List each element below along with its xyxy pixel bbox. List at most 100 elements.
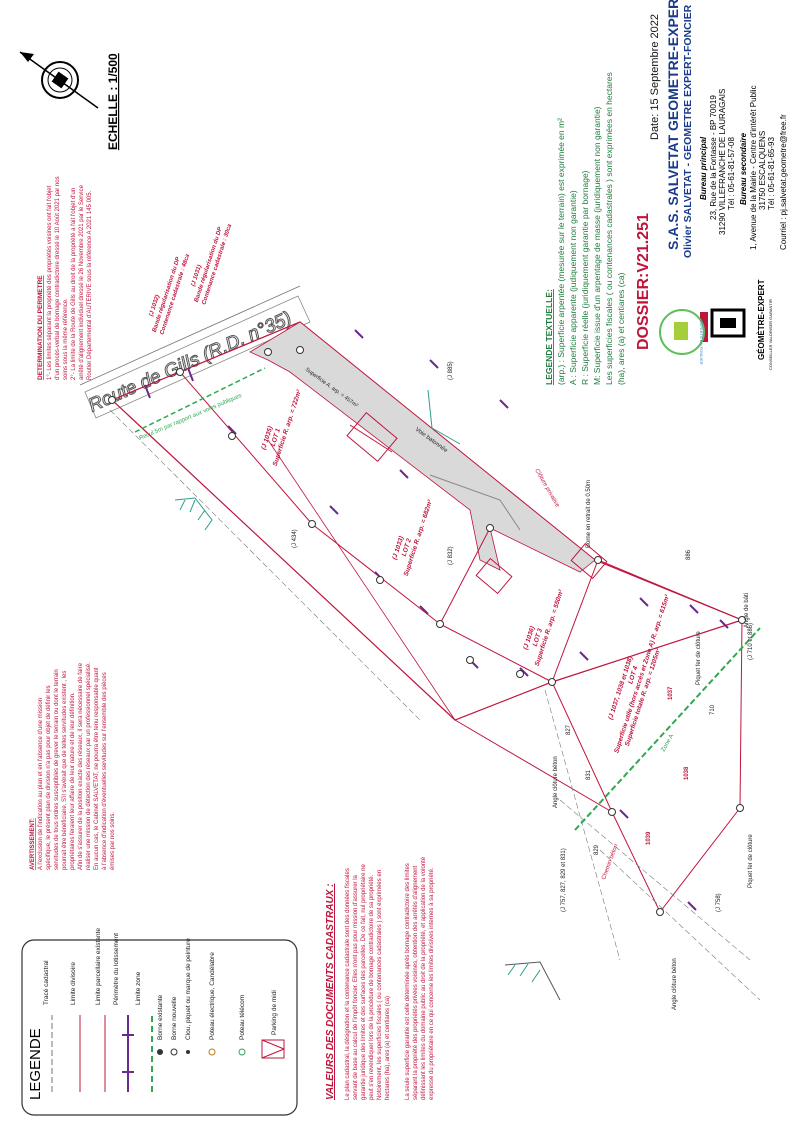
svg-text:Borne existante: Borne existante: [157, 994, 164, 1040]
owner-name: Olivier SALVETAT - GEOMETRE EXPERT-FONCI…: [682, 4, 694, 258]
svg-text:Poteau télécom: Poteau télécom: [239, 995, 246, 1040]
svg-text:Le plan cadastral, la désignat: Le plan cadastral, la désignation et la …: [345, 868, 351, 1100]
perimeter-marks: [144, 329, 729, 911]
avertissement: AVERTISSEMENT: A l'exclusion de l'indica…: [30, 662, 116, 870]
svg-text:2°- La limite de la Route de G: 2°- La limite de la Route de Gills au dr…: [71, 188, 77, 380]
svg-text:1°- Les limites séparant la pr: 1°- Les limites séparant la propriété de…: [47, 185, 53, 380]
svg-text:propriétaires feraient leur af: propriétaires feraient leur affaire de l…: [70, 692, 76, 870]
svg-text:Limite divisoire: Limite divisoire: [70, 962, 77, 1005]
svg-text:(J 434): (J 434): [292, 529, 298, 548]
svg-text:Notoirement, les superficies f: Notoirement, les superficies fiscales ( …: [377, 870, 383, 1100]
road-label: Route de Gills (R.D. n°35): [85, 308, 294, 417]
svg-text:886: 886: [686, 549, 692, 560]
svg-text:CONSEILLER VALORISER GARANTIR: CONSEILLER VALORISER GARANTIR: [768, 299, 773, 370]
svg-text:émises par nos soins.: émises par nos soins.: [110, 812, 116, 870]
svg-text:expresse du propriétaire en ce: expresse du propriétaire en ce qui conce…: [429, 867, 435, 1100]
svg-text:827: 827: [566, 724, 572, 735]
svg-text:1038: 1038: [684, 766, 690, 780]
svg-text:23, Rue de la Fontasse - BP 70: 23, Rue de la Fontasse - BP 70019: [709, 95, 718, 220]
perimeter-title: DETERMINATION DU PERIMETRE: [37, 275, 44, 380]
svg-text:Tracé cadastral: Tracé cadastral: [43, 960, 50, 1005]
svg-text:soins sous la même référence.: soins sous la même référence.: [63, 298, 69, 380]
lot2-label: (J 1033) LOT 2 Superficie R. arp. = 682m…: [391, 498, 435, 577]
svg-text:définissant les limites du dom: définissant les limites du domaine publi…: [421, 856, 427, 1100]
svg-text:réaliser une mission de détect: réaliser une mission de détection des ré…: [86, 662, 92, 870]
svg-text:La seule superficie garantie e: La seule superficie garantie est celle d…: [405, 863, 411, 1100]
svg-text:Zone A: Zone A: [661, 734, 676, 753]
zone-limit: [134, 367, 761, 831]
svg-text:1, Avenue de la Mairie - Centr: 1, Avenue de la Mairie - Centre d'intérê…: [749, 85, 758, 250]
svg-text:spécifique, le présent plan de: spécifique, le présent plan de division …: [46, 685, 52, 870]
svg-text:Poteau électrique, Candélabre: Poteau électrique, Candélabre: [209, 952, 216, 1040]
svg-text:(J 758): (J 758): [716, 893, 722, 912]
svg-text:(J 710 et 886): (J 710 et 886): [748, 623, 754, 660]
svg-text:Parking de midi: Parking de midi: [271, 990, 278, 1035]
svg-text:Angle de bâti: Angle de bâti: [744, 593, 750, 628]
svg-text:(J 885): (J 885): [448, 361, 454, 380]
svg-text:Borne nouvelle: Borne nouvelle: [171, 996, 178, 1040]
svg-text:Superficie R. arp. = 682m²: Superficie R. arp. = 682m²: [403, 498, 435, 577]
svg-text:Afin de s'assurer de la positi: Afin de s'assurer de la position exacte …: [78, 662, 84, 870]
svg-text:Limite parcellaire existante: Limite parcellaire existante: [95, 928, 102, 1005]
svg-text:R : Superficie réelle (juridiq: R : Superficie réelle (juridiquement gar…: [580, 170, 590, 385]
experts-seal: EXPERTS DU FONCIER: [659, 309, 705, 365]
legend-box: LEGENDE: [21, 939, 298, 1116]
svg-text:710: 710: [710, 704, 716, 715]
svg-text:A l'exclusion de l'indication: A l'exclusion de l'indication au plan et…: [38, 698, 44, 870]
north-arrow-icon: [19, 51, 99, 109]
bornes: [108, 346, 746, 916]
lot1-label: (J 1035) LOT 1 Superficie R. arp. = 722m…: [260, 388, 304, 467]
hatches: [174, 389, 561, 1001]
svg-text:Bureau principal: Bureau principal: [699, 136, 708, 200]
legend-items: Tracé cadastral Limite divisoire Limite …: [43, 928, 278, 1040]
svg-text:Tél : 05-61-81-65-93: Tél : 05-61-81-65-93: [767, 137, 776, 210]
svg-text:peut s'en revendiquer lors de: peut s'en revendiquer lors de la procédu…: [369, 874, 375, 1100]
email: Courriel : pj.salvetat.geometre@free.fr: [779, 114, 788, 250]
svg-text:1037: 1037: [668, 686, 674, 700]
svg-text:AVERTISSEMENT:: AVERTISSEMENT:: [30, 818, 36, 870]
dp-note-1: (J 1032) Bande régularisation du DP Cont…: [149, 253, 192, 336]
svg-text:Limite zone: Limite zone: [135, 971, 142, 1005]
svg-text:Recul 5m par rapport aux voies: Recul 5m par rapport aux voies publiques: [138, 393, 242, 442]
parcel-lines: [109, 321, 761, 1001]
svg-text:séparant la propriété des prop: séparant la propriété des propriétés pri…: [413, 865, 419, 1100]
svg-text:Périmètre du lotissement: Périmètre du lotissement: [113, 933, 120, 1005]
svg-text:EXPERTS DU FONCIER: EXPERTS DU FONCIER: [699, 320, 704, 365]
valeurs-cadastraux: VALEURS DES DOCUMENTS CADASTRAUX : Le pl…: [325, 856, 435, 1100]
svg-text:31750 ESCALQUENS: 31750 ESCALQUENS: [758, 131, 767, 210]
svg-text:arrêté d'alignement individuel: arrêté d'alignement individuel dressé le…: [79, 184, 85, 380]
svg-text:Borne en retrait de 0.50m: Borne en retrait de 0.50m: [586, 480, 592, 548]
date: Date: 15 Septembre 2022: [649, 14, 661, 140]
svg-text:Routier Départemental d'AUTERI: Routier Départemental d'AUTERIVE sous la…: [87, 190, 93, 380]
svg-text:31290 VILLEFRANCHE DE LAURAGAI: 31290 VILLEFRANCHE DE LAURAGAIS: [718, 89, 727, 235]
svg-text:d'un procès-verbal de bornage: d'un procès-verbal de bornage contradict…: [55, 176, 61, 380]
svg-text:Piquet fer de clôture: Piquet fer de clôture: [696, 631, 702, 685]
svg-text:(ha), ares (a) et centiares (c: (ha), ares (a) et centiares (ca): [616, 272, 626, 385]
svg-text:VALEURS DES DOCUMENTS CADASTRA: VALEURS DES DOCUMENTS CADASTRAUX :: [325, 884, 336, 1101]
legende-textuelle: LEGENDE TEXTUELLE: (arp.) : Superficie a…: [544, 72, 626, 385]
legend-title: LEGENDE: [27, 1028, 44, 1100]
svg-text:garantie juridique des limites: garantie juridique des limites et des su…: [361, 864, 367, 1100]
company-name: S.A.S. SALVETAT GEOMETRE-EXPERT: [665, 0, 681, 250]
svg-text:Superficie R. arp. = 722m²: Superficie R. arp. = 722m²: [272, 388, 304, 467]
svg-text:à l'absence d'indication d'éve: à l'absence d'indication d'éventuelles s…: [102, 672, 108, 870]
svg-text:Clou, piquet ou marque de pein: Clou, piquet ou marque de peinture: [185, 938, 192, 1040]
svg-text:M: Superficie issue d'un arpen: M: Superficie issue d'un arpentage de ma…: [592, 106, 602, 385]
svg-text:LEGENDE TEXTUELLE:: LEGENDE TEXTUELLE:: [544, 289, 554, 385]
company-header: Date: 15 Septembre 2022 S.A.S. SALVETAT …: [649, 0, 788, 258]
lot3-label: (J 1036) LOT 3 Superficie R. arp. = 550m…: [522, 588, 566, 667]
geometre-expert-logo: GÉOMÈTRE-EXPERT CONSEILLER VALORISER GAR…: [700, 279, 773, 370]
svg-text:(J 757, 827, 829 et 831): (J 757, 827, 829 et 831): [561, 848, 567, 912]
svg-text:GÉOMÈTRE-EXPERT: GÉOMÈTRE-EXPERT: [757, 279, 766, 360]
dossier-number: DOSSIER:V21.251: [635, 213, 652, 350]
parking-boxes: [346, 411, 608, 595]
svg-text:pourrait être bénéficiaire. S': pourrait être bénéficiaire. S'il s'avéra…: [62, 671, 68, 870]
svg-text:Superficie R. arp. = 550m²: Superficie R. arp. = 550m²: [534, 588, 566, 667]
svg-text:Les superficies fiscales ( ou: Les superficies fiscales ( ou contenance…: [604, 72, 614, 385]
svg-text:Bureau secondaire: Bureau secondaire: [739, 132, 748, 205]
svg-text:(arp.) : Superficie arpentée (: (arp.) : Superficie arpentée (mesurée su…: [556, 118, 566, 385]
svg-text:servant de base au calcul de l: servant de base au calcul de l'impôt fon…: [353, 874, 359, 1100]
svg-text:Angle clôture béton: Angle clôture béton: [672, 958, 678, 1010]
svg-text:Clôture privative: Clôture privative: [533, 468, 560, 509]
